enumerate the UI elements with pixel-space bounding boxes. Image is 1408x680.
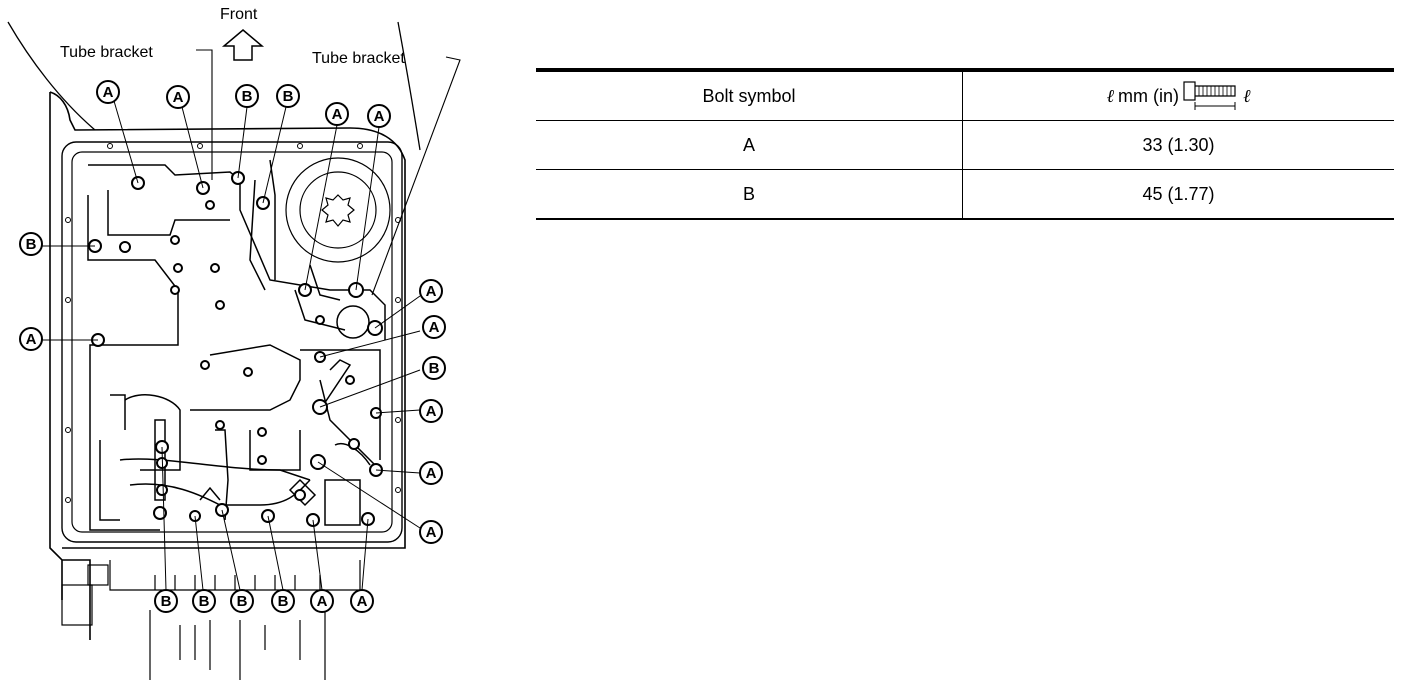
row-b-length: 45 (1.77) <box>1142 183 1215 204</box>
svg-text:B: B <box>199 593 210 610</box>
table-row: A 33 (1.30) <box>536 120 1394 170</box>
callout-b-3: B <box>19 232 43 256</box>
oil-pump <box>285 157 391 263</box>
row-a-symbol: A <box>536 120 963 170</box>
callout-a-1: A <box>96 80 120 104</box>
svg-text:A: A <box>173 89 184 106</box>
svg-text:A: A <box>426 524 437 541</box>
callout-b-5: B <box>154 589 178 613</box>
svg-text:B: B <box>161 593 172 610</box>
svg-text:B: B <box>283 88 294 105</box>
callout-a-11: A <box>310 589 334 613</box>
callout-a-12: A <box>350 589 374 613</box>
svg-text:B: B <box>26 236 37 253</box>
callout-a-8: A <box>419 399 443 423</box>
tube-bracket-leader-left <box>196 49 213 180</box>
svg-text:A: A <box>317 593 328 610</box>
valve-body-channels <box>87 159 386 531</box>
table-row: B 45 (1.77) <box>536 169 1394 219</box>
bottom-connectors <box>61 560 361 680</box>
front-arrow-icon <box>221 29 265 61</box>
strainer-disc <box>336 305 370 339</box>
callout-a-7: A <box>422 315 446 339</box>
svg-text:B: B <box>429 360 440 377</box>
housing-outline-curve-right <box>397 21 421 151</box>
svg-text:A: A <box>332 106 343 123</box>
callout-b-7: B <box>230 589 254 613</box>
svg-text:A: A <box>429 319 440 336</box>
svg-text:A: A <box>426 465 437 482</box>
callout-leaders <box>42 100 421 591</box>
bolt-length-table: Bolt symbol ℓ mm (in) ℓ A 33 (1.30) <box>536 68 1394 220</box>
callout-b-2: B <box>276 84 300 108</box>
row-b-symbol: B <box>536 169 963 219</box>
front-label: Front <box>220 6 258 23</box>
header-bolt-symbol: Bolt symbol <box>536 70 963 121</box>
svg-text:A: A <box>426 403 437 420</box>
callout-a-6: A <box>419 279 443 303</box>
valve-body-plate <box>71 151 393 533</box>
callout-b-1: B <box>235 84 259 108</box>
row-a-length: 33 (1.30) <box>1142 134 1215 155</box>
callout-a-3: A <box>325 102 349 126</box>
tube-bracket-leader-right <box>371 56 461 296</box>
length-unit: mm (in) <box>1118 85 1179 106</box>
flange-holes <box>65 143 401 503</box>
svg-text:B: B <box>278 593 289 610</box>
callout-b-4: B <box>422 356 446 380</box>
svg-text:B: B <box>242 88 253 105</box>
case-flange <box>61 141 403 543</box>
housing-outline-curve-left <box>7 21 96 131</box>
callout-b-6: B <box>192 589 216 613</box>
callout-a-9: A <box>419 461 443 485</box>
length-symbol: ℓ <box>1106 85 1115 107</box>
header-length: ℓ mm (in) ℓ <box>963 70 1395 121</box>
svg-text:A: A <box>374 108 385 125</box>
tube-bracket-label-right: Tube bracket <box>312 50 405 67</box>
svg-text:A: A <box>26 331 37 348</box>
length-symbol-dim: ℓ <box>1243 85 1251 107</box>
svg-text:A: A <box>103 84 114 101</box>
callout-a-10: A <box>419 520 443 544</box>
callout-a-5: A <box>19 327 43 351</box>
svg-text:A: A <box>357 593 368 610</box>
bolt-icon <box>1183 81 1236 110</box>
callout-a-2: A <box>166 85 190 109</box>
control-valve-diagram: Front Tube bracket Tube bracket A A B B … <box>7 6 461 680</box>
table-header-row: Bolt symbol ℓ mm (in) ℓ <box>536 70 1394 121</box>
callout-b-8: B <box>271 589 295 613</box>
svg-text:A: A <box>426 283 437 300</box>
callout-markers: A A B B A A B A A A B A A A B B B B A A <box>19 80 446 613</box>
tube-bracket-label-left: Tube bracket <box>60 44 153 61</box>
callout-a-4: A <box>367 104 391 128</box>
svg-text:B: B <box>237 593 248 610</box>
